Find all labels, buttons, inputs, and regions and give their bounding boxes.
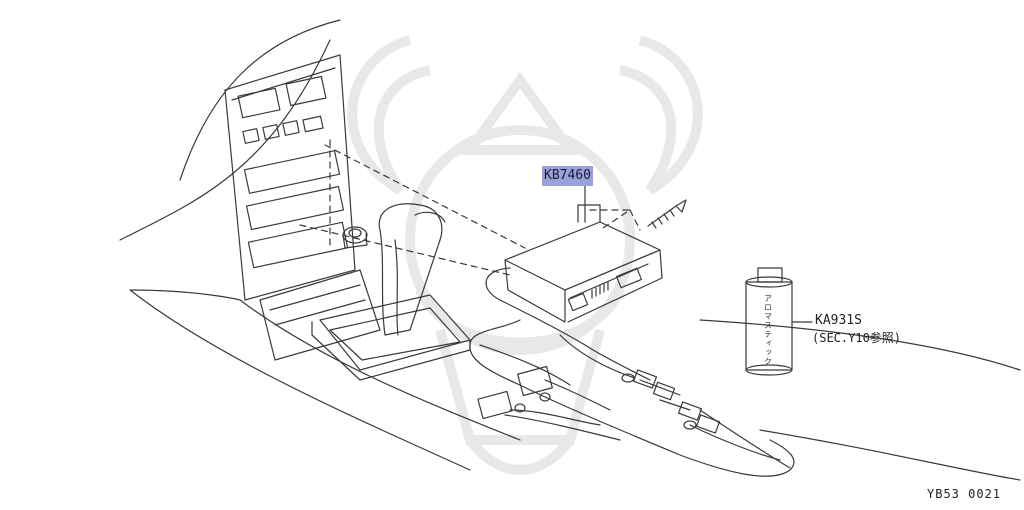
aroma-stick-label: アロマスティック bbox=[764, 294, 773, 366]
watermark-emblem bbox=[352, 40, 698, 470]
mounting-guide-lines bbox=[300, 140, 640, 275]
part-number-kb[interactable]: KB7460 bbox=[542, 166, 593, 186]
center-console bbox=[225, 55, 380, 360]
mounting-screw bbox=[648, 200, 686, 228]
lighter-socket bbox=[343, 227, 367, 248]
fragrance-control-unit bbox=[505, 180, 662, 322]
aroma-stick bbox=[746, 268, 792, 375]
callout-kb7460: KB7460 bbox=[542, 166, 593, 189]
gear-shifter bbox=[312, 204, 470, 380]
wiring-harness bbox=[470, 268, 794, 476]
part-number-ka[interactable]: KA931S bbox=[815, 313, 862, 328]
section-reference: (SEC.Y10参照) bbox=[812, 331, 902, 345]
dashboard-outline bbox=[120, 20, 1020, 480]
diagram-code: YB53 0021 bbox=[927, 487, 1002, 501]
